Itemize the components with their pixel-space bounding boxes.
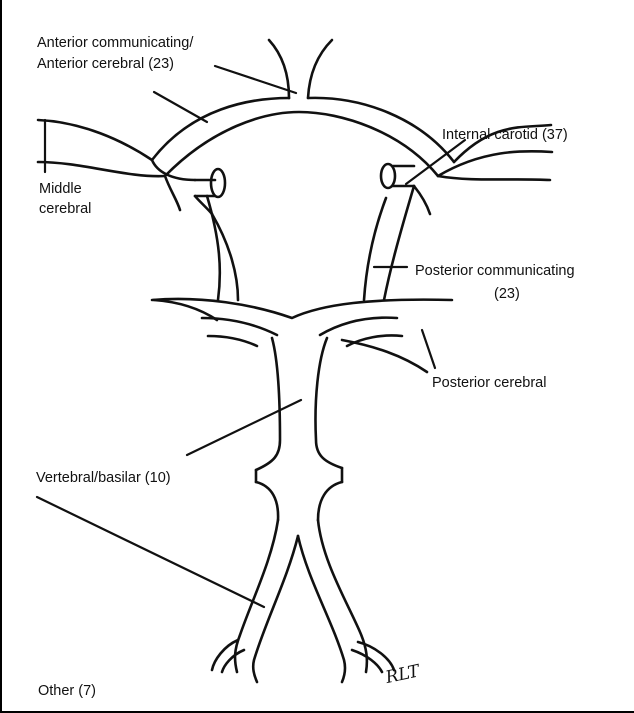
left-internal-carotid-stub: [211, 169, 225, 197]
posterior-communicating-arteries: [207, 186, 414, 300]
right-internal-carotid-stub: [381, 164, 395, 188]
basilar-artery: [256, 338, 342, 520]
anterior-arch: [152, 98, 454, 176]
label-anterior-communicating-line1: Anterior communicating/: [37, 34, 193, 53]
label-other: Other (7): [38, 682, 96, 701]
label-posterior-communicating-line1: Posterior communicating: [415, 262, 575, 281]
label-internal-carotid: Internal carotid (37): [442, 126, 568, 145]
label-middle-cerebral-line2: cerebral: [39, 200, 91, 219]
label-middle-cerebral-line1: Middle: [39, 180, 82, 199]
label-vertebral-basilar: Vertebral/basilar (10): [36, 469, 171, 488]
posterior-cerebral-arteries: [152, 299, 452, 372]
vertebral-arteries: [212, 520, 394, 682]
anterior-cerebral-vessels: [269, 40, 332, 98]
label-anterior-cerebral-line2: Anterior cerebral (23): [37, 55, 174, 74]
label-posterior-cerebral: Posterior cerebral: [432, 374, 546, 393]
label-posterior-communicating-line2: (23): [494, 285, 520, 304]
